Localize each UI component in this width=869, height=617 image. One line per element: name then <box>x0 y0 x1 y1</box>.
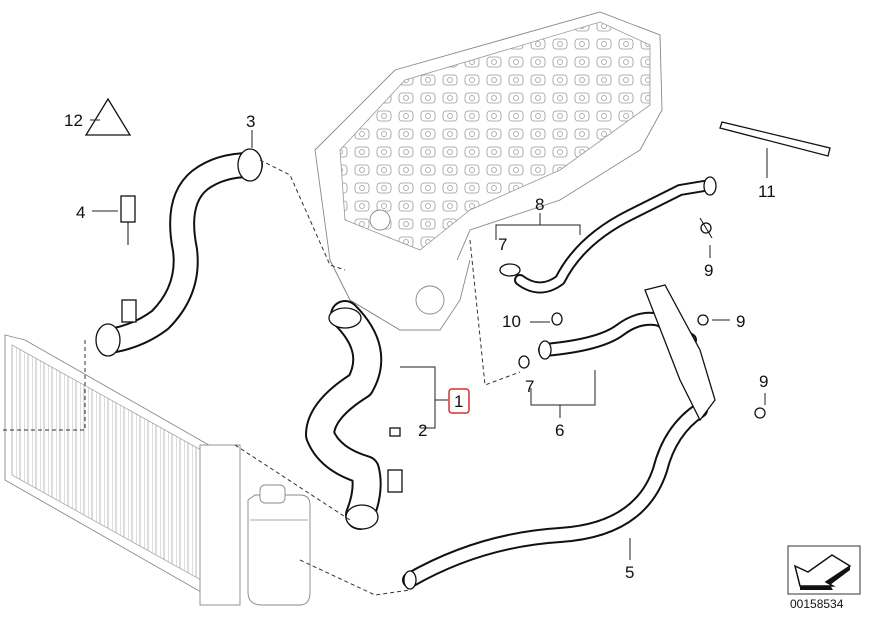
temperature-sensor <box>120 195 136 223</box>
lower-radiator-hose <box>305 300 403 530</box>
callouts: 12 3 4 8 7 11 9 10 9 1 7 9 2 6 5 <box>64 111 776 582</box>
callout-9-middle: 9 <box>736 312 745 331</box>
arrow-direction-icon <box>787 545 861 595</box>
expansion-tank <box>247 484 311 606</box>
heater-pipe-6 <box>538 284 716 422</box>
engine-cylinder-head <box>314 11 663 331</box>
small-parts <box>84 97 831 437</box>
radiator <box>4 334 241 606</box>
callout-7-upper: 7 <box>498 235 507 254</box>
callout-10: 10 <box>502 312 521 331</box>
callout-1-highlight <box>448 388 470 414</box>
upper-radiator-hose <box>95 148 263 357</box>
callout-8: 8 <box>535 195 544 214</box>
diagram-number: 00158534 <box>790 597 844 611</box>
callout-3: 3 <box>246 112 255 131</box>
callout-11: 11 <box>758 182 776 201</box>
callout-4: 4 <box>76 203 85 222</box>
heater-hose-long <box>402 402 708 590</box>
callout-5: 5 <box>625 563 634 582</box>
callout-7-lower: 7 <box>525 377 534 396</box>
callout-1[interactable]: 1 <box>454 392 463 411</box>
warning-label-triangle <box>84 97 132 136</box>
callout-2: 2 <box>418 421 427 440</box>
callout-6: 6 <box>555 421 564 440</box>
callout-9-upper: 9 <box>704 261 713 280</box>
cable-tie <box>719 121 831 157</box>
pipe-8 <box>499 176 717 294</box>
leader-lines <box>0 119 768 596</box>
callout-12: 12 <box>64 111 83 130</box>
callout-9-lower: 9 <box>759 372 768 391</box>
